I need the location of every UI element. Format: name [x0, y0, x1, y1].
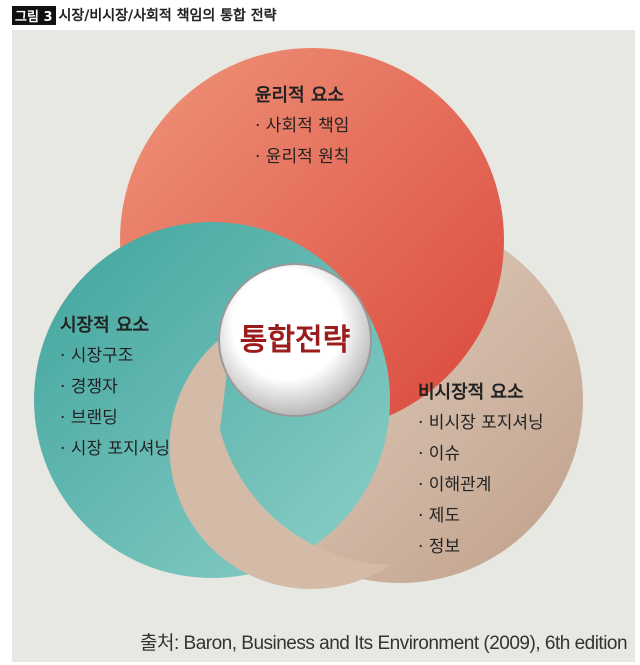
nonmarket-item: · 이해관계: [418, 475, 492, 495]
nonmarket-item: · 제도: [418, 506, 461, 526]
nonmarket-item: · 비시장 포지셔닝: [418, 413, 544, 433]
source-note: 출처: Baron, Business and Its Environment …: [140, 633, 628, 654]
nonmarket-item: · 이슈: [418, 444, 461, 464]
ethical-item: · 윤리적 원칙: [255, 147, 350, 167]
market-group: 시장적 요소 · 시장구조 · 경쟁자 · 브랜딩 · 시장 포지셔닝: [60, 310, 170, 465]
figure-caption: 그림 3 시장/비시장/사회적 책임의 통합 전략: [12, 5, 277, 25]
ethical-group: 윤리적 요소 · 사회적 책임 · 윤리적 원칙: [255, 80, 349, 173]
nonmarket-swirl: [169, 330, 390, 590]
figure-title: 시장/비시장/사회적 책임의 통합 전략: [58, 8, 277, 24]
ethical-title: 윤리적 요소: [255, 85, 345, 106]
nonmarket-group: 비시장적 요소 · 비시장 포지셔닝 · 이슈 · 이해관계 · 제도 · 정보: [418, 377, 544, 563]
figure-number: 그림 3: [12, 5, 56, 25]
market-title: 시장적 요소: [60, 315, 150, 336]
center-label: 통합전략: [239, 323, 351, 358]
market-item: · 경쟁자: [60, 377, 118, 397]
market-item: · 시장 포지셔닝: [60, 439, 171, 459]
market-item: · 시장구조: [60, 346, 134, 366]
nonmarket-title: 비시장적 요소: [418, 382, 524, 403]
market-item: · 브랜딩: [60, 408, 118, 428]
center-circle: [218, 263, 372, 417]
nonmarket-item: · 정보: [418, 537, 461, 557]
ethical-item: · 사회적 책임: [255, 116, 350, 136]
